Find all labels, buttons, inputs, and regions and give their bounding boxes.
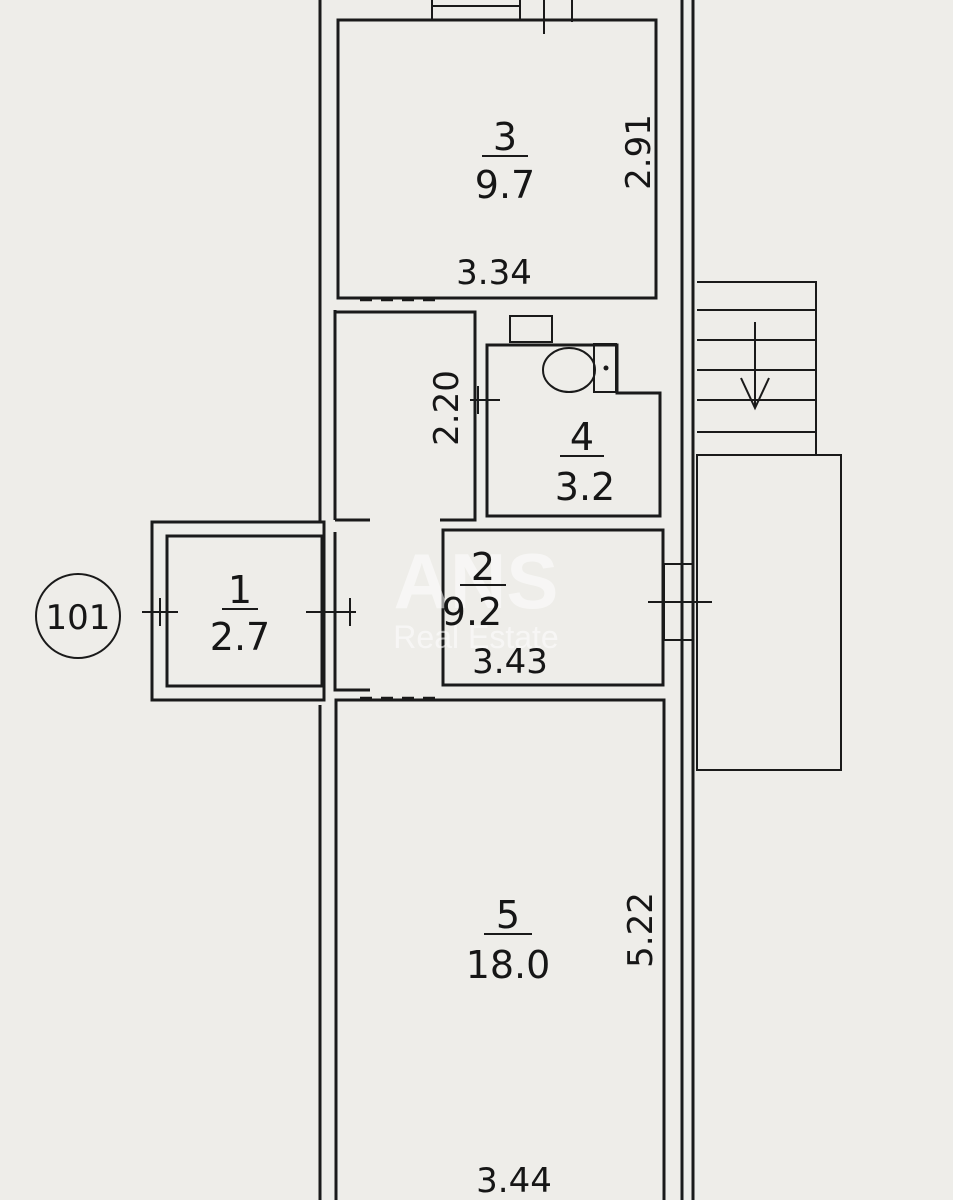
room-3-area: 9.7 <box>475 163 535 207</box>
room-2-width: 3.43 <box>472 642 548 682</box>
room-4-number: 4 <box>570 415 594 459</box>
room-5-number: 5 <box>496 893 520 937</box>
watermark-subtitle: Real Estate <box>393 619 558 655</box>
room-2-number: 2 <box>471 545 495 589</box>
stairs-icon <box>696 281 842 771</box>
room-5-area: 18.0 <box>466 943 551 987</box>
room-2-area: 9.2 <box>442 590 502 634</box>
watermark-brand: ANS <box>394 537 559 625</box>
room-5-walls <box>334 698 666 1200</box>
room-1-area: 2.7 <box>210 615 270 659</box>
arrow-down-icon <box>740 322 770 411</box>
toilet-icon <box>542 343 617 393</box>
watermark: ANS Real Estate <box>393 537 558 655</box>
opening-marks <box>142 386 712 641</box>
room-5-length: 5.22 <box>621 892 661 968</box>
apartment-marker: 101 <box>35 573 121 659</box>
top-stair <box>431 0 573 34</box>
room-5-width: 3.44 <box>476 1161 552 1200</box>
corridor-walls <box>333 298 477 700</box>
room-3-width: 3.34 <box>456 253 532 293</box>
corridor-length: 2.20 <box>427 370 467 446</box>
apartment-number: 101 <box>46 598 111 638</box>
room-4-area: 3.2 <box>555 465 615 509</box>
room-3-number: 3 <box>493 115 517 159</box>
outer-walls <box>318 0 695 1200</box>
room-3-length: 2.91 <box>619 114 659 190</box>
room-1-number: 1 <box>228 568 252 612</box>
